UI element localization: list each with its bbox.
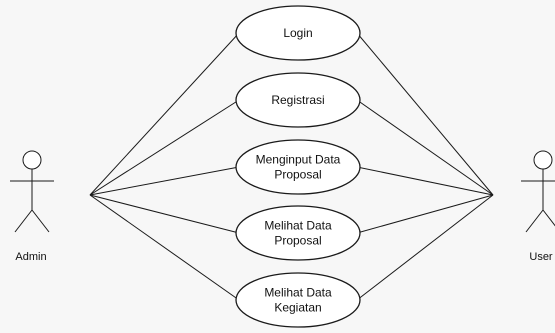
use-case-ellipse xyxy=(235,139,361,195)
use-case-ellipse xyxy=(235,72,361,128)
use-case-label: Proposal xyxy=(274,234,321,248)
association-admin-melihat-data-kegiatan xyxy=(89,194,240,301)
association-lines xyxy=(89,32,494,301)
actor-admin-head xyxy=(22,150,42,170)
actor-admin-leg-right xyxy=(31,209,50,233)
association-user-login xyxy=(356,32,494,196)
association-admin-menginput-data-proposal xyxy=(89,166,240,196)
use-case-label: Menginput Data xyxy=(256,153,341,167)
actor-user-head xyxy=(533,150,553,170)
association-user-menginput-data-proposal xyxy=(356,166,494,196)
association-user-registrasi xyxy=(356,99,494,196)
use-case-login: Login xyxy=(235,5,361,61)
association-user-melihat-data-kegiatan xyxy=(356,194,494,301)
association-user-melihat-data-proposal xyxy=(356,194,494,234)
use-case-label: Melihat Data xyxy=(264,286,332,300)
use-case-registrasi: Registrasi xyxy=(235,72,361,128)
use-case-label: Kegiatan xyxy=(274,301,321,315)
actor-admin-label: Admin xyxy=(15,251,46,263)
actor-user-leg-left xyxy=(525,209,544,233)
association-admin-login xyxy=(89,32,240,196)
actor-admin: Admin xyxy=(10,150,54,263)
actor-user-leg-right xyxy=(542,209,555,227)
use-case-ellipse xyxy=(235,205,361,261)
actor-user: User xyxy=(521,150,555,263)
use-case-ellipse xyxy=(235,5,361,61)
use-case-label: Registrasi xyxy=(271,93,324,107)
association-admin-registrasi xyxy=(89,99,240,196)
use-case-ellipse xyxy=(235,272,361,328)
use-case-label: Proposal xyxy=(274,168,321,182)
association-admin-melihat-data-proposal xyxy=(89,194,240,234)
use-case-label: Melihat Data xyxy=(264,219,332,233)
use-case-label: Login xyxy=(283,26,312,40)
actor-admin-leg-left xyxy=(14,209,33,233)
actor-user-label: User xyxy=(529,251,553,263)
